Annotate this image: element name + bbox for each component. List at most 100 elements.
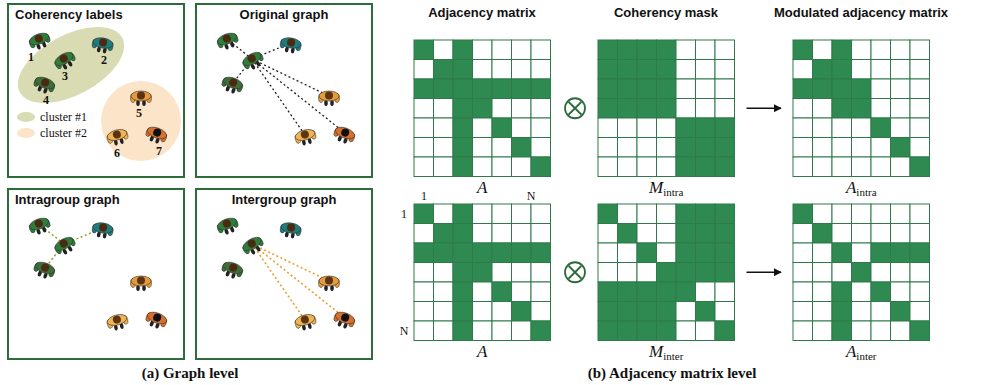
matrix-cell (696, 118, 716, 138)
panel-title: Intergroup graph (197, 190, 371, 210)
matrix-cell (657, 243, 677, 263)
matrix-cell (715, 321, 735, 341)
matrix-cell (910, 60, 930, 80)
person-body (28, 216, 50, 232)
matrix-cell (676, 282, 696, 302)
graph-link (252, 59, 345, 133)
matrix-cell (871, 60, 891, 80)
sub-caption: (b) Adjacency matrix level (588, 365, 757, 382)
person-head (325, 92, 333, 100)
matrix-cell (434, 224, 454, 244)
matrix-cell (598, 321, 618, 341)
matrix-cell (891, 60, 911, 80)
matrix-grid (793, 40, 930, 177)
person-body (34, 260, 56, 276)
matrix-cell (414, 60, 434, 80)
legend-row: cluster #2 (17, 126, 87, 140)
matrix-cell (891, 118, 911, 138)
matrix-cell (696, 204, 716, 224)
matrix-cell (715, 138, 735, 158)
matrix-cell (793, 60, 813, 80)
person-body (334, 310, 356, 326)
matrix-cell (657, 157, 677, 177)
matrix-cell (657, 263, 677, 283)
column-heading: Coherency mask (614, 5, 718, 21)
matrix-cell (434, 138, 454, 158)
person-body (28, 31, 50, 47)
callout-number: 6 (114, 146, 120, 160)
matrix-cell (618, 321, 638, 341)
matrix-cell (696, 302, 716, 322)
matrix-cell (676, 204, 696, 224)
matrix-cell (793, 138, 813, 158)
matrix-cell (793, 243, 813, 263)
matrix-cell (871, 40, 891, 60)
graph-link (252, 244, 345, 318)
person-body (92, 36, 113, 49)
matrix-cell (637, 99, 657, 119)
matrix-subscript: intra (663, 186, 683, 198)
matrix-cell (512, 321, 532, 341)
matrix-cell (618, 157, 638, 177)
matrix-label: A (414, 341, 551, 361)
matrix-cell (473, 321, 493, 341)
person-body (280, 221, 301, 234)
person-icon (91, 36, 114, 54)
matrix-cell (657, 321, 677, 341)
matrix-grid (414, 204, 551, 341)
matrix-cell (910, 282, 930, 302)
person-icon (240, 234, 266, 257)
matrix-index: N (400, 324, 409, 338)
matrix-cell (492, 263, 512, 283)
matrix-cell (676, 40, 696, 60)
matrix-cell (637, 282, 657, 302)
matrix-cell (910, 243, 930, 263)
matrix-cell (434, 302, 454, 322)
arrow-connector (747, 271, 782, 273)
matrix-symbol: A (846, 342, 856, 361)
matrix-cell (531, 157, 551, 177)
matrix-cell (910, 224, 930, 244)
person-icon (106, 127, 130, 147)
person-head (286, 38, 295, 47)
matrix-cell (657, 40, 677, 60)
person-icon (332, 310, 357, 331)
person-head (137, 92, 145, 100)
matrix-cell (696, 224, 716, 244)
person-body (146, 125, 168, 141)
matrix-cell (512, 204, 532, 224)
matrix-cell (832, 79, 852, 99)
matrix-cell (715, 99, 735, 119)
person-body (319, 91, 339, 101)
matrix-cell (676, 224, 696, 244)
matrix-cell (696, 282, 716, 302)
matrix-cell (852, 118, 872, 138)
matrix-block: Minter (598, 204, 735, 366)
matrix-cell (832, 282, 852, 302)
matrix-cell (852, 204, 872, 224)
person-icon (131, 91, 152, 106)
person-body (131, 91, 151, 101)
matrix-cell (832, 204, 852, 224)
otimes-circle (565, 98, 585, 118)
matrix-cell (891, 224, 911, 244)
matrix-cell (676, 138, 696, 158)
matrix-cell (618, 118, 638, 138)
matrix-cell (793, 302, 813, 322)
matrix-cell (910, 321, 930, 341)
matrix-cell (637, 60, 657, 80)
matrix-symbol: M (649, 178, 663, 197)
matrix-cell (453, 157, 473, 177)
cluster-region (101, 81, 181, 161)
person-head (325, 277, 333, 285)
matrix-cell (715, 157, 735, 177)
matrix-cell (852, 79, 872, 99)
otimes-circle (565, 262, 585, 282)
person-body (131, 276, 151, 286)
matrix-cell (473, 263, 493, 283)
matrix-cell (598, 138, 618, 158)
otimes-cross (569, 102, 582, 115)
matrix-symbol: A (846, 178, 856, 197)
matrix-cell (414, 224, 434, 244)
